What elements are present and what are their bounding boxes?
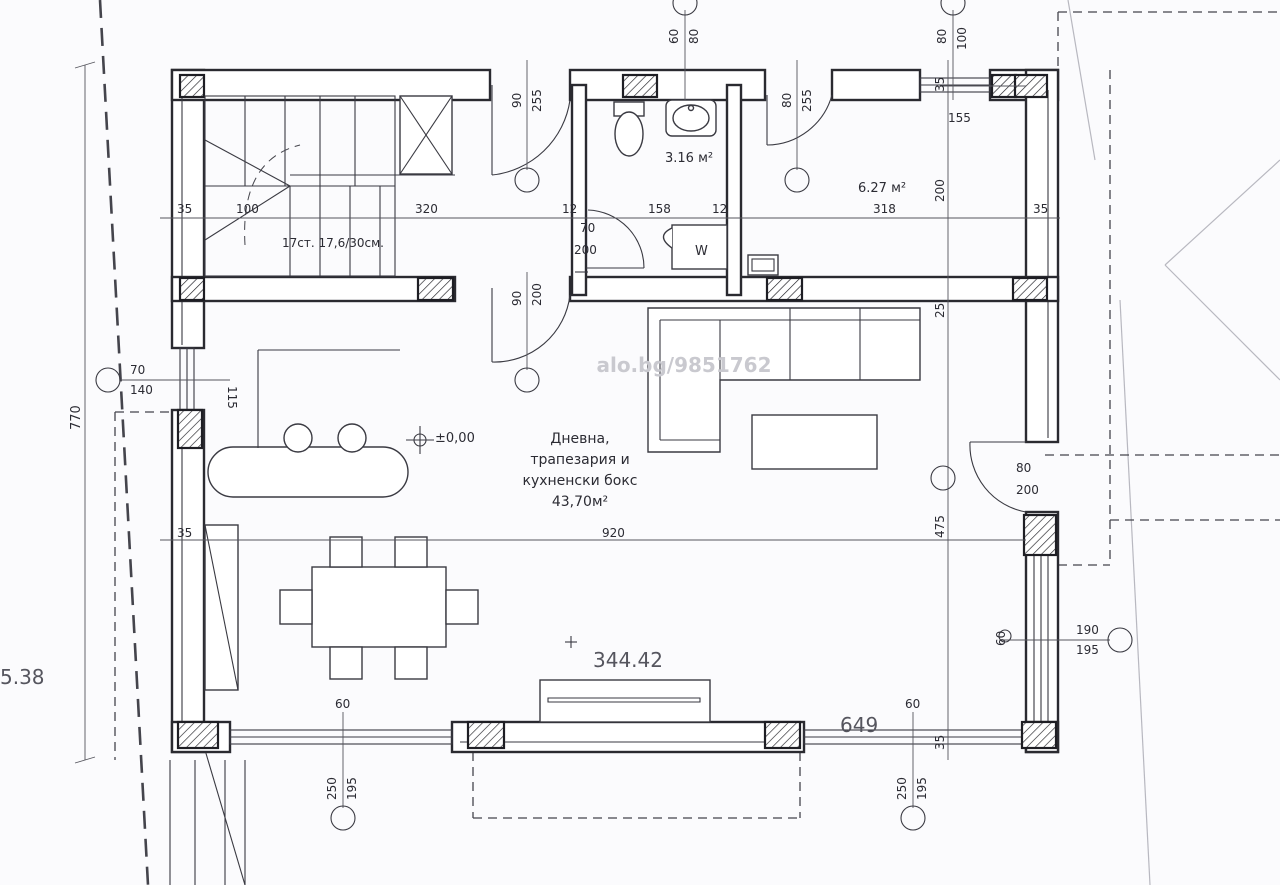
dim-text: 100 [236, 202, 259, 216]
living-room-name-line3: кухненски бокс [522, 473, 637, 489]
mark-649: 649 [840, 713, 878, 737]
room-area: 6.27 м² [858, 181, 906, 196]
dim-text: 35 [1033, 202, 1048, 216]
dim-text: 35 [177, 202, 192, 216]
dim-text: 195 [915, 777, 929, 800]
dim-text: 158 [648, 202, 671, 216]
axis-marker-small [998, 629, 1012, 643]
axis-marker [514, 167, 540, 193]
dim-text: 60 [667, 29, 681, 44]
dim-text: 920 [602, 526, 625, 540]
axis-marker [514, 367, 540, 393]
axis-marker [930, 465, 956, 491]
living-room-area: 43,70м² [552, 494, 608, 510]
dim-text: 140 [130, 383, 153, 397]
dim-text: 60 [994, 631, 1008, 646]
dim-text: 70 [580, 221, 595, 235]
axis-marker-top [672, 0, 698, 16]
dimension-texts: 35 100 320 12 158 12 318 35 70 200 80 20… [69, 27, 1099, 800]
wc-area: 3.16 м² [665, 151, 713, 166]
room-labels: Дневна, трапезария и кухненски бокс 43,7… [0, 151, 906, 737]
site-boundary [98, 0, 1280, 885]
dim-text: 115 [225, 386, 239, 409]
side-elevation: 5.38 [0, 665, 45, 689]
axis-markers [95, 0, 1133, 831]
floor-level: ±0,00 [435, 431, 475, 446]
structural-columns [176, 73, 1058, 750]
dim-text: 200 [933, 179, 947, 202]
dim-text: 475 [933, 515, 947, 538]
axis-marker-bottom [900, 805, 926, 831]
terrain-elevation: 344.42 [593, 648, 663, 672]
dim-text: 250 [895, 777, 909, 800]
dim-text: 200 [1016, 483, 1039, 497]
dim-text: 255 [530, 89, 544, 112]
dim-text: 770 [69, 405, 84, 430]
dim-text: 318 [873, 202, 896, 216]
dim-text: 90 [510, 291, 524, 306]
axis-marker-right [1107, 627, 1133, 653]
dim-text: 200 [530, 283, 544, 306]
axis-marker-left [95, 367, 121, 393]
dim-text: 255 [800, 89, 814, 112]
dim-text: 80 [780, 93, 794, 108]
dim-text: 195 [345, 777, 359, 800]
dim-text: 35 [933, 735, 947, 750]
axis-marker-top-right [940, 0, 966, 16]
dim-text: 200 [574, 243, 597, 257]
dim-text: 250 [325, 777, 339, 800]
bathroom-fixtures [613, 99, 779, 276]
interior-walls [170, 83, 1060, 303]
dim-text: 190 [1076, 623, 1099, 637]
dim-text: 12 [562, 202, 577, 216]
dim-text: 60 [905, 697, 920, 711]
axis-marker-bottom [330, 805, 356, 831]
dim-text: 12 [712, 202, 727, 216]
dimension-lines [74, 10, 1110, 808]
stairs-label: 17ст. 17,6/30см. [282, 236, 384, 250]
dim-text: 35 [933, 77, 947, 92]
dim-text: 70 [130, 363, 145, 377]
doors [491, 85, 1027, 513]
dim-text: 195 [1076, 643, 1099, 657]
dim-text: 35 [177, 526, 192, 540]
dim-text: 80 [1016, 461, 1031, 475]
axis-marker [784, 167, 810, 193]
dim-text: 80 [935, 29, 949, 44]
windows [179, 77, 1049, 745]
dim-text: 90 [510, 93, 524, 108]
living-room-name-line1: Дневна, [550, 431, 609, 447]
dim-text: 60 [335, 697, 350, 711]
dim-text: 155 [948, 111, 971, 125]
living-furniture [204, 307, 921, 723]
watermark: alo.bg/9851762 [596, 353, 771, 377]
dim-text: 100 [955, 27, 969, 50]
dim-text: 25 [933, 303, 947, 318]
washer-label: W [695, 244, 708, 259]
staircase [204, 95, 455, 277]
living-room-name-line2: трапезария и [530, 452, 629, 468]
dim-text: 320 [415, 202, 438, 216]
dim-text: 80 [687, 29, 701, 44]
level-marker-symbol [406, 426, 577, 648]
